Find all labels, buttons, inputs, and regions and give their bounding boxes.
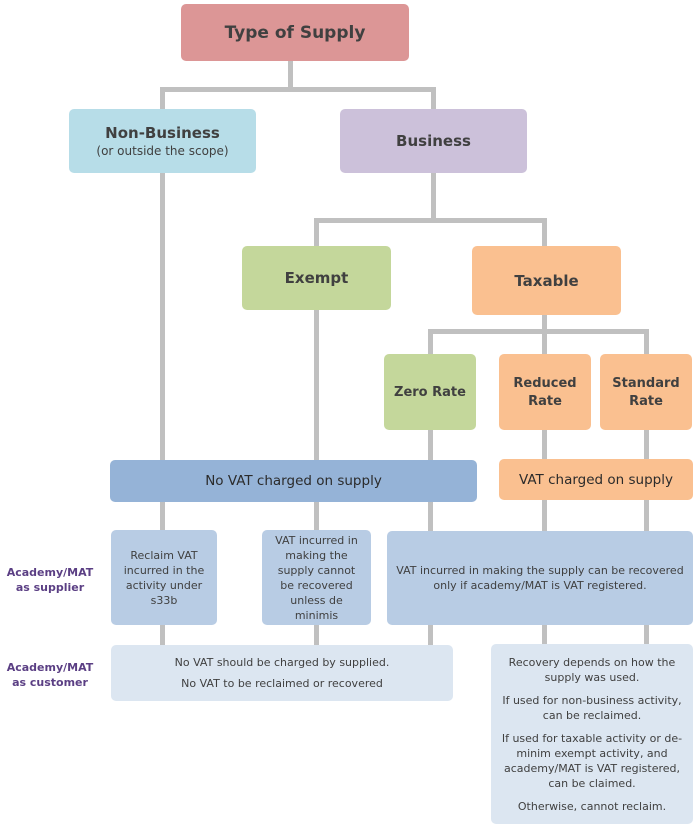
business-node: Business (340, 109, 527, 173)
customer-vat-p3: If used for taxable activity or de-minim… (501, 731, 683, 790)
reduced-rate-label-line2: Rate (528, 393, 562, 409)
connector-to-reduced-rate (542, 329, 547, 355)
row-label-customer: Academy/MAT as customer (2, 660, 98, 690)
zero-rate-node: Zero Rate (384, 354, 476, 430)
connector-business-down (431, 173, 436, 221)
supplier-exempt-box: VAT incurred in making the supply cannot… (262, 530, 371, 625)
exempt-node: Exempt (242, 246, 391, 310)
customer-no-vat-box: No VAT should be charged by supplied. No… (111, 645, 453, 701)
connector-novat-3 (428, 502, 433, 532)
row-label-customer-line1: Academy/MAT (6, 661, 94, 674)
connector-taxable-down (542, 315, 547, 333)
connector-exempt-down (314, 310, 319, 460)
vat-charged-label: VAT charged on supply (519, 471, 673, 488)
connector-supplier-1 (160, 624, 165, 646)
exempt-label: Exempt (284, 269, 349, 287)
connector-vat-2 (644, 500, 649, 532)
connector-supplier-3 (428, 624, 433, 646)
connector-novat-2 (314, 502, 319, 532)
connector-business-horizontal (314, 218, 547, 223)
supplier-taxable-text: VAT incurred in making the supply can be… (396, 564, 684, 592)
type-of-supply-node: Type of Supply (181, 4, 409, 61)
row-label-supplier-line2: as supplier (15, 581, 85, 594)
connector-taxable-horizontal (428, 329, 649, 334)
connector-supplier-4 (542, 624, 547, 646)
non-business-sublabel: (or outside the scope) (96, 144, 229, 158)
connector-reduced-down (542, 430, 547, 460)
connector-supplier-5 (644, 624, 649, 646)
standard-rate-label-line1: Standard (612, 375, 680, 391)
customer-vat-p2: If used for non-business activity, can b… (502, 693, 682, 722)
connector-to-standard-rate (644, 329, 649, 355)
reduced-rate-node: Reduced Rate (499, 354, 591, 430)
zero-rate-label: Zero Rate (394, 384, 466, 400)
connector-root-horizontal (160, 87, 436, 92)
customer-vat-p4: Otherwise, cannot reclaim. (517, 799, 667, 813)
connector-root-down (288, 60, 293, 90)
customer-vat-box: Recovery depends on how the supply was u… (491, 644, 693, 824)
connector-to-non-business (160, 87, 165, 109)
non-business-node: Non-Business (or outside the scope) (69, 109, 256, 173)
no-vat-charged-label: No VAT charged on supply (205, 473, 382, 489)
connector-non-business-down (160, 173, 165, 460)
no-vat-charged-node: No VAT charged on supply (110, 460, 477, 502)
type-of-supply-label: Type of Supply (224, 22, 366, 43)
business-label: Business (396, 132, 471, 150)
row-label-supplier-line1: Academy/MAT (6, 566, 94, 579)
connector-supplier-2 (314, 624, 319, 646)
standard-rate-node: Standard Rate (600, 354, 692, 430)
connector-novat-1 (160, 502, 165, 532)
row-label-customer-line2: as customer (12, 676, 88, 689)
connector-zero-down (428, 430, 433, 460)
connector-vat-1 (542, 500, 547, 532)
taxable-node: Taxable (472, 246, 621, 315)
supplier-exempt-text: VAT incurred in making the supply cannot… (275, 533, 358, 622)
non-business-label: Non-Business (105, 124, 220, 142)
supplier-taxable-box: VAT incurred in making the supply can be… (387, 531, 693, 625)
taxable-label: Taxable (514, 271, 579, 290)
reduced-rate-label-line1: Reduced (513, 375, 577, 391)
connector-to-zero-rate (428, 329, 433, 355)
row-label-supplier: Academy/MAT as supplier (2, 565, 98, 595)
customer-no-vat-line1: No VAT should be charged by supplied. (174, 656, 390, 669)
customer-vat-p1: Recovery depends on how the supply was u… (508, 655, 676, 684)
supplier-non-business-text: Reclaim VAT incurred in the activity und… (123, 548, 205, 607)
connector-to-exempt (314, 218, 319, 248)
customer-no-vat-line2: No VAT to be reclaimed or recovered (181, 677, 383, 690)
connector-standard-down (644, 430, 649, 460)
connector-to-business (431, 87, 436, 109)
vat-charged-node: VAT charged on supply (499, 459, 693, 500)
supplier-non-business-box: Reclaim VAT incurred in the activity und… (111, 530, 217, 625)
connector-to-taxable (542, 218, 547, 248)
standard-rate-label-line2: Rate (629, 393, 663, 409)
